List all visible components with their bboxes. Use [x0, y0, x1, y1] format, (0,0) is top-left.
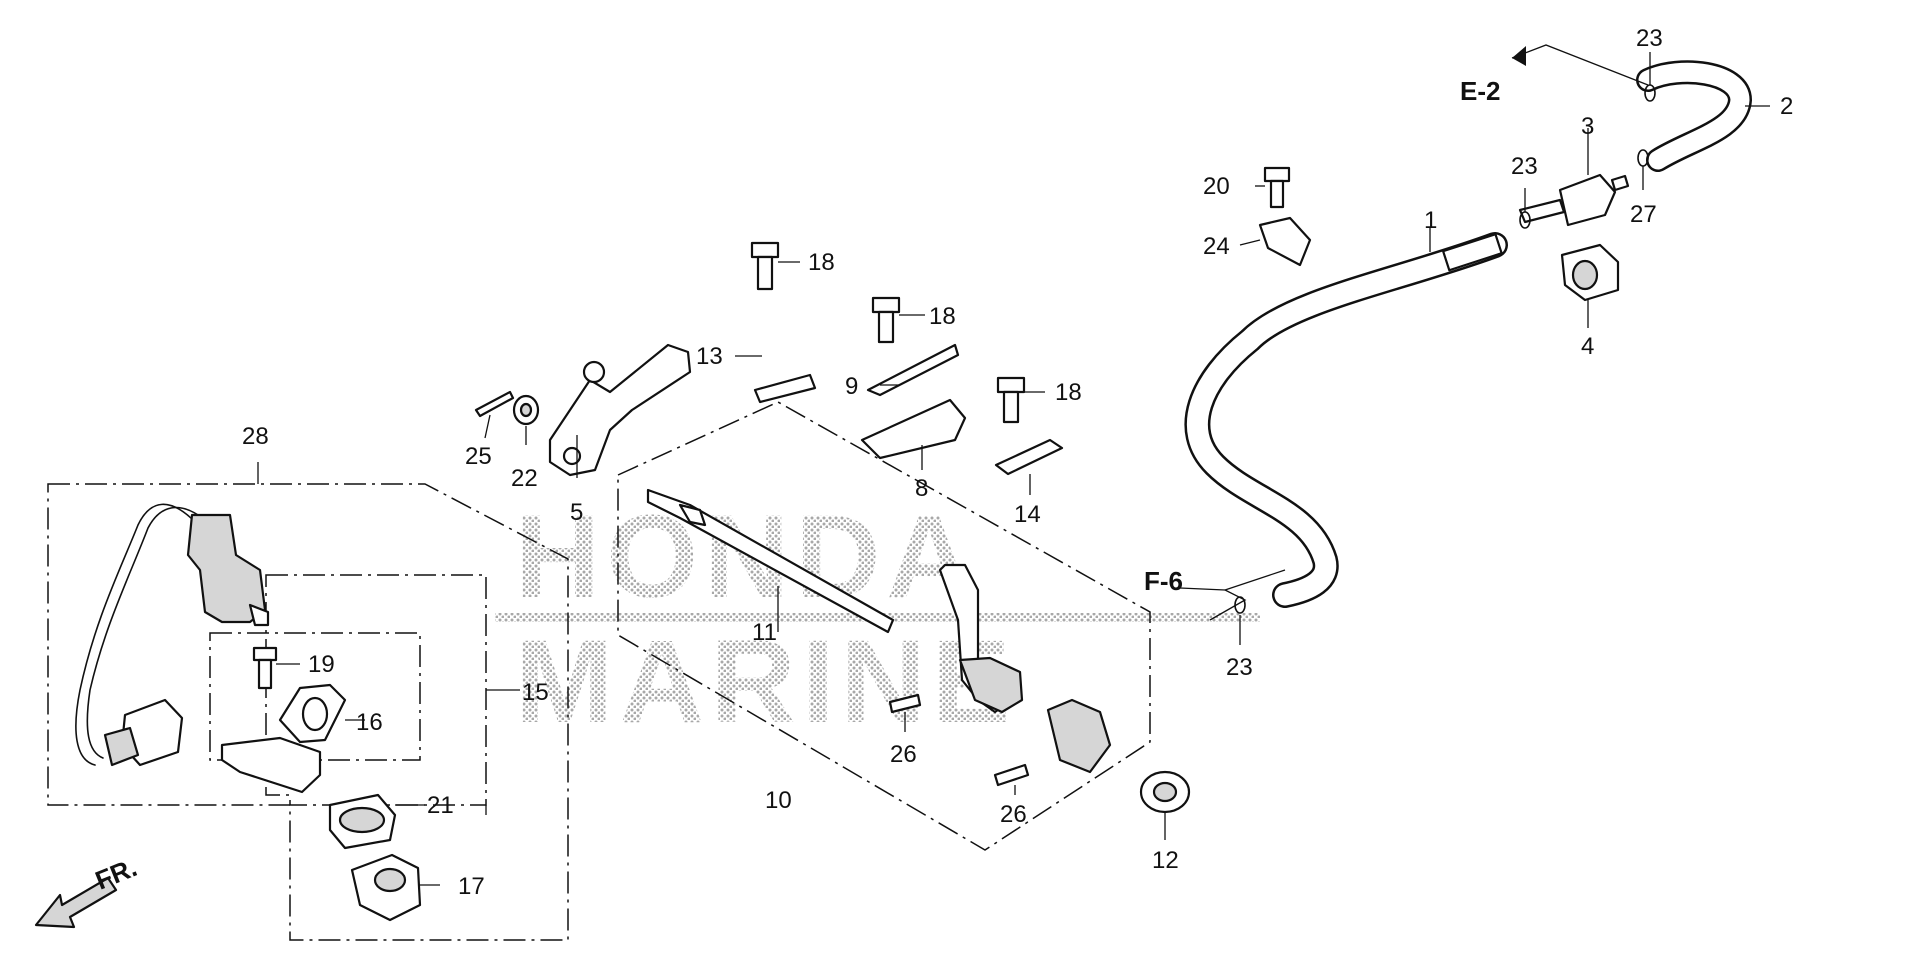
pin-26-a — [888, 693, 922, 714]
clamp-24 — [1258, 216, 1312, 267]
callouts: 1 2 3 4 5 8 9 10 11 12 13 14 15 16 17 18… — [242, 25, 1793, 900]
callout-23-c: 23 — [1226, 654, 1253, 681]
callout-22: 22 — [511, 465, 538, 492]
plate-9 — [866, 343, 960, 397]
front-arrow-icon — [34, 876, 118, 929]
callout-23-b: 23 — [1636, 25, 1663, 52]
pin-washer-parts — [474, 390, 540, 426]
callout-21: 21 — [427, 792, 454, 819]
sensor-cable — [75, 503, 199, 766]
callout-16: 16 — [356, 709, 383, 736]
plate-14 — [994, 438, 1064, 476]
callout-18-c: 18 — [1055, 379, 1082, 406]
hose-1-part — [1184, 232, 1508, 608]
pin-26-b — [993, 763, 1030, 787]
callout-3: 3 — [1581, 113, 1594, 140]
pin-25 — [474, 390, 515, 418]
bracket-part — [220, 646, 347, 794]
callout-4: 4 — [1581, 333, 1594, 360]
filter-3-part — [1518, 173, 1630, 302]
callout-26-b: 26 — [1000, 801, 1027, 828]
callout-24: 24 — [1203, 233, 1230, 260]
shaft-11-part — [646, 488, 895, 634]
lever-5 — [548, 343, 692, 477]
outline-15 — [265, 574, 487, 806]
callout-2: 2 — [1780, 93, 1793, 120]
callout-12: 12 — [1152, 847, 1179, 874]
hose-2-part — [1636, 60, 1753, 172]
callout-25: 25 — [465, 443, 492, 470]
callout-18-a: 18 — [808, 249, 835, 276]
leader-lines — [257, 52, 1770, 886]
bolt-19-head — [252, 646, 278, 662]
reference-arrows — [1179, 44, 1649, 621]
callout-5: 5 — [570, 499, 583, 526]
callout-13: 13 — [696, 343, 723, 370]
ref-e2: E-2 — [1460, 76, 1500, 106]
bracket-cam — [1046, 698, 1112, 774]
assembly-outlines — [47, 401, 1151, 941]
callout-9: 9 — [845, 373, 858, 400]
shaft-11 — [646, 488, 895, 634]
bolts-18 — [750, 166, 1291, 424]
callout-19: 19 — [308, 651, 335, 678]
watermark-line-1: HONDA — [515, 491, 978, 623]
callout-11: 11 — [752, 619, 777, 646]
callout-17: 17 — [458, 873, 485, 900]
watermark-line-2: MARINE — [515, 616, 1016, 748]
plate-13 — [753, 373, 817, 404]
grommet-12-part — [1139, 770, 1191, 814]
callout-18-b: 18 — [929, 303, 956, 330]
sensor-body — [186, 513, 267, 624]
callout-27: 27 — [1630, 201, 1657, 228]
control-arm-part — [888, 563, 1112, 787]
front-arrow: FR. — [34, 852, 141, 929]
outline-16 — [209, 632, 421, 761]
plate-8 — [860, 398, 967, 460]
filter-3 — [1558, 173, 1617, 227]
callout-23-a: 23 — [1511, 153, 1538, 180]
callout-15: 15 — [522, 679, 549, 706]
nut-and-cap-parts — [328, 793, 422, 922]
outline-28 — [47, 483, 569, 941]
ref-f6: F-6 — [1144, 566, 1183, 596]
callout-20: 20 — [1203, 173, 1230, 200]
lever-5-part — [548, 343, 692, 477]
bolt-19-shank — [257, 658, 273, 690]
callout-26-a: 26 — [890, 741, 917, 768]
outline-10 — [617, 401, 1151, 851]
callout-10: 10 — [765, 787, 792, 814]
callout-28: 28 — [242, 423, 269, 450]
callout-14: 14 — [1014, 501, 1041, 528]
bracket-16-base — [220, 736, 322, 794]
sensor-assembly-part — [75, 503, 270, 767]
callout-1: 1 — [1424, 207, 1437, 234]
callout-8: 8 — [915, 475, 928, 502]
